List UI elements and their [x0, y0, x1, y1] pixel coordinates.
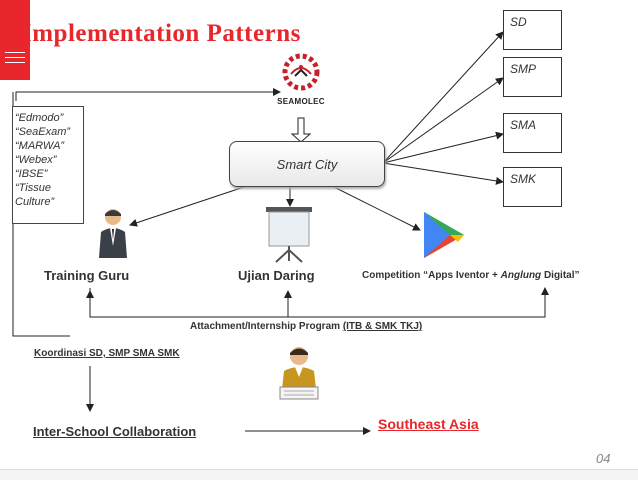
smart-city-box: Smart City: [229, 141, 385, 187]
level-box-sd: SD: [503, 10, 562, 50]
footer-strip: [0, 469, 638, 480]
play-store-icon: [424, 212, 464, 258]
seamolec-logo-icon: [282, 53, 320, 91]
southeast-asia-label: Southeast Asia: [378, 416, 479, 432]
businessman-icon: [99, 209, 127, 258]
level-box-sma: SMA: [503, 113, 562, 153]
level-box-smp: SMP: [503, 57, 562, 97]
page-number: 04: [596, 451, 611, 466]
accent-bar: [0, 0, 30, 80]
logo-text: SEAMOLEC: [277, 97, 325, 106]
competition-label: Competition “Apps Iventor + Anglung Digi…: [362, 270, 580, 281]
koordinasi-label: Koordinasi SD, SMP SMA SMK: [34, 348, 180, 359]
level-box-smk: SMK: [503, 167, 562, 207]
platform-list-box: [12, 106, 84, 224]
slide-title: Implementation Patterns: [22, 20, 301, 47]
seamolec-logo: SEAMOLEC: [272, 52, 330, 118]
training-guru-label: Training Guru: [44, 268, 130, 283]
attachment-program-label: Attachment/Internship Program (ITB & SMK…: [190, 321, 423, 332]
platform-list: “Edmodo” “SeaExam” “MARWA” “Webex” “IBSE…: [15, 112, 71, 208]
worker-icon: [279, 347, 319, 400]
projector-screen-icon: [266, 207, 312, 263]
ujian-daring-label: Ujian Daring: [238, 268, 315, 283]
inter-school-collaboration-label: Inter-School Collaboration: [33, 424, 197, 439]
